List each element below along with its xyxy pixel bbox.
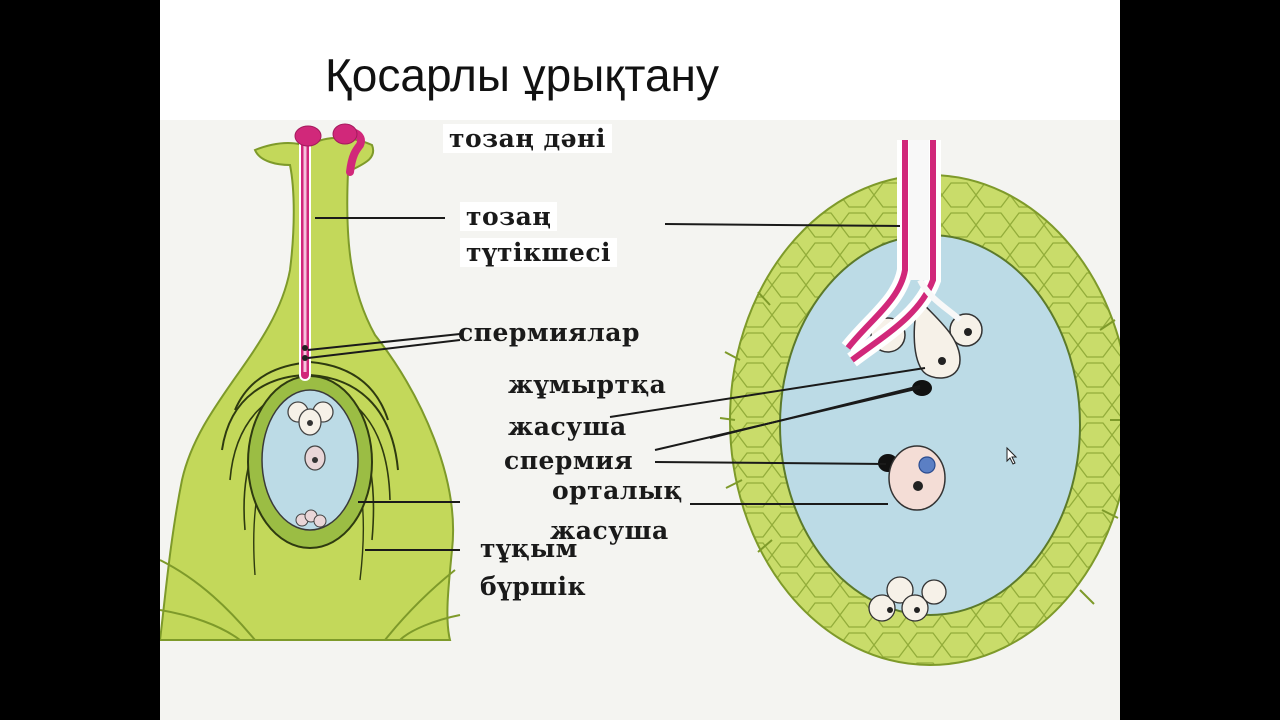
pollen-grain (294, 125, 322, 147)
pistil-section (160, 123, 461, 641)
label-pollen-grain: тозаң дәні (443, 124, 612, 153)
slide: Қосарлы ұрықтану (160, 0, 1120, 720)
label-ovule-2: бүршік (480, 572, 587, 601)
label-pollen-tube-2: түтікшесі (460, 238, 618, 267)
label-central-cell-1: орталық (552, 476, 683, 505)
double-fertilization-diagram: тозаң дәні тозаң түтікшесі спермиялар жұ… (160, 120, 1120, 720)
label-central-cell-2: жасуша (550, 516, 669, 545)
label-egg-cell-1: жұмыртқа (508, 370, 667, 399)
label-egg-cell-2: жасуша (508, 412, 627, 441)
label-sperms: спермиялар (458, 318, 640, 347)
central-cell (888, 445, 946, 511)
egg-cell (913, 298, 961, 379)
label-pollen-tube-1: тозаң (460, 202, 558, 231)
diagram-drawing (160, 123, 1120, 666)
cursor-icon (1006, 446, 1018, 465)
ovule-section (719, 140, 1120, 666)
slide-title: Қосарлы ұрықтану (325, 49, 719, 101)
label-sperm: спермия (504, 446, 634, 475)
right-leader-lines (609, 223, 926, 505)
left-leader-lines (307, 217, 461, 551)
label-ovule-1: тұқым (480, 534, 578, 563)
